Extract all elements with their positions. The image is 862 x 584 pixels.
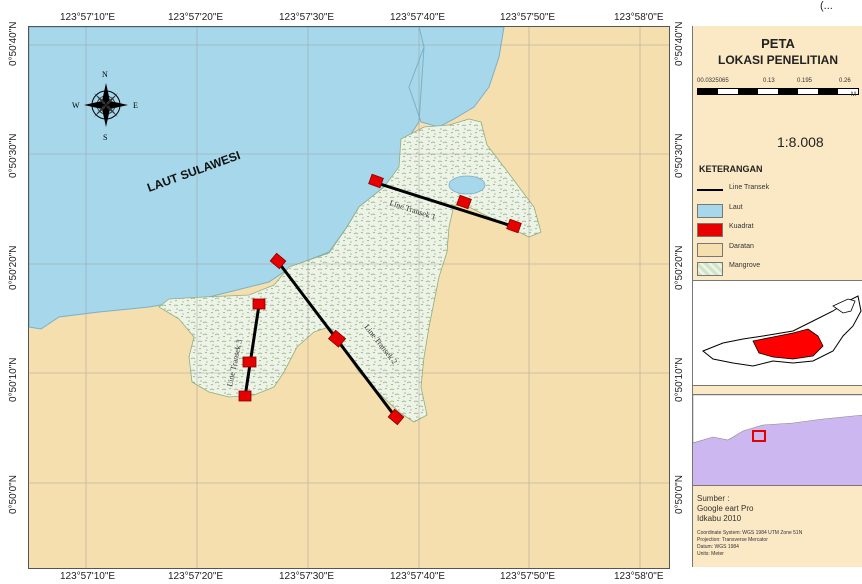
graticule [29,27,669,568]
map-frame: Line Transek 1 Line Transek 2 Line Trans… [28,26,670,569]
legend-mangrove-swatch [697,262,723,276]
meta-block: Coordinate System: WGS 1984 UTM Zone 51N… [697,530,802,558]
meta-line-3: Datum: WGS 1984 [697,544,739,550]
top-lon-label-5: 123°57'50"E [500,12,556,23]
scalebar-graphic [697,88,859,95]
quadrats [238,173,522,426]
right-lat-label-2: 0°50'30"N [674,133,685,179]
bottom-lon-label-6: 123°58'0"E [614,571,664,582]
bottom-lon-label-5: 123°57'50"E [500,571,556,582]
top-lon-label-3: 123°57'30"E [279,12,335,23]
pond [448,175,486,195]
quadrat-2b [327,329,347,348]
scale-text: 1:8.008 [777,134,824,150]
bottom-lon-label-3: 123°57'30"E [279,571,335,582]
left-lat-label-5: 0°50'0"N [8,475,19,514]
legend-kuadrat-swatch [697,223,723,237]
bottom-lon-label-4: 123°57'40"E [390,571,446,582]
meta-line-2: Projection: Transverse Mercator [697,537,768,543]
meta-line-1: Coordinate System: WGS 1984 UTM Zone 51N [697,530,803,536]
scale-bar: 00.0325065 0.13 0.195 0.26 M [697,78,859,108]
left-lat-label-1: 0°50'40"N [8,21,19,67]
legend-title-line1: PETA [761,36,795,51]
top-lon-label-1: 123°57'10"E [60,12,116,23]
legend-label-line-transek: Line Transek [729,184,770,191]
left-lat-label-2: 0°50'30"N [8,133,19,179]
quadrat-3a [252,298,266,310]
right-lat-label-3: 0°50'20"N [674,245,685,291]
legend-label-laut: Laut [729,204,743,211]
corner-text: (... [820,0,833,12]
transect-line-1 [376,181,516,229]
legend-label-mangrove: Mangrove [729,262,761,269]
map-svg: Line Transek 1 Line Transek 2 Line Trans… [29,27,669,568]
legend-panel: PETA LOKASI PENELITIAN 00.0325065 0.13 0… [692,26,862,567]
inset-map-location [693,394,862,486]
legend-laut-swatch [697,204,723,218]
legend-daratan-swatch [697,243,723,257]
legend-label-kuadrat: Kuadrat [729,223,754,230]
quadrat-1a [368,173,384,189]
quadrat-1c [506,218,522,234]
scalebar-unit: M [851,92,856,98]
compass-n: N [102,70,108,79]
top-lon-label-6: 123°58'0"E [614,12,664,23]
mangrove-main [158,118,542,423]
left-lat-label-3: 0°50'20"N [8,245,19,291]
right-lat-label-4: 0°50'10"N [674,357,685,403]
legend-label-daratan: Daratan [729,243,754,250]
source-line-2: Google eart Pro [697,504,754,513]
inset-region-svg [702,295,862,367]
inset-map-region [693,280,862,386]
quadrat-3c [238,390,252,402]
compass-e: E [133,101,138,110]
compass-s: S [103,133,107,142]
inset-location-marker [752,430,766,442]
scalebar-label-3: 0.26 [839,78,851,84]
source-line-3: Idkabu 2010 [697,514,742,523]
legend-line-swatch [697,189,723,191]
bottom-lon-label-1: 123°57'10"E [60,571,116,582]
source-block: Sumber : Google eart Pro Idkabu 2010 [697,494,753,524]
transect-line-3 [243,304,261,398]
left-lat-label-4: 0°50'10"N [8,357,19,403]
top-lon-label-2: 123°57'20"E [168,12,224,23]
scalebar-label-0: 00.0325065 [697,78,729,84]
right-lat-label-5: 0°50'0"N [674,475,685,514]
keterangan-title: KETERANGAN [699,164,763,174]
legend-title-line2: LOKASI PENELITIAN [717,53,838,67]
bottom-lon-label-2: 123°57'20"E [168,571,224,582]
quadrat-2c [387,408,405,426]
source-line-1: Sumber : [697,494,730,503]
top-lon-label-4: 123°57'40"E [390,12,446,23]
meta-line-4: Units: Meter [697,551,724,557]
right-lat-label-1: 0°50'40"N [674,21,685,67]
quadrat-2a [269,252,287,270]
quadrat-3b [242,356,257,368]
quadrat-1b [456,194,472,210]
scalebar-label-2: 0.195 [797,78,813,84]
compass-rose-icon [84,83,128,127]
compass-w: W [72,101,80,110]
inset-location-svg [693,395,862,444]
scalebar-label-1: 0.13 [763,78,775,84]
